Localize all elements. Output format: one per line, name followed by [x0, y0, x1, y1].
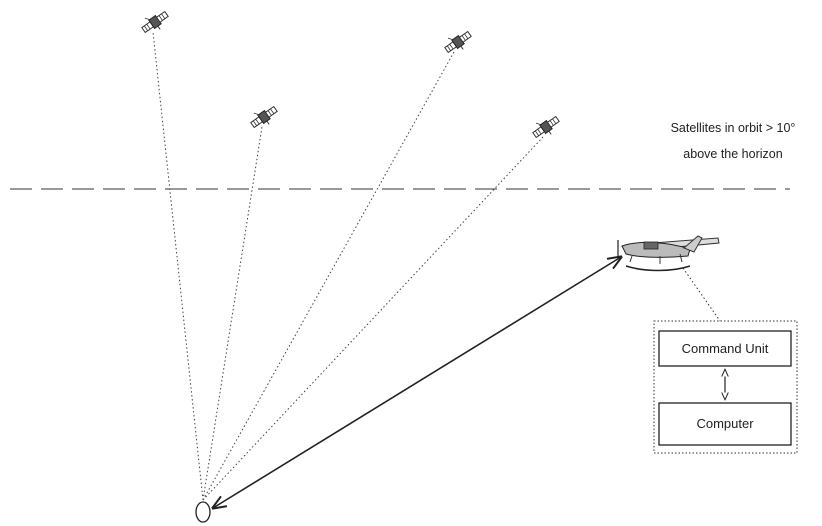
computer-label: Computer	[696, 416, 754, 431]
caption-line-2: above the horizon	[683, 147, 783, 161]
signal-line-1	[152, 31, 204, 501]
computer-box	[658, 402, 792, 446]
signal-line-2	[202, 126, 263, 501]
signal-line-4	[202, 136, 544, 501]
ground-station-icon	[195, 501, 211, 523]
data-link-arrow	[213, 257, 621, 508]
aircraft-icon	[617, 235, 720, 272]
satellite-icon	[440, 26, 476, 58]
command-unit-label: Command Unit	[681, 341, 769, 356]
caption-line-1: Satellites in orbit > 10°	[670, 121, 796, 135]
command-unit-box	[658, 330, 792, 367]
satellite-icon	[528, 111, 564, 143]
ground-system-box	[653, 320, 798, 454]
satellite-icon	[137, 6, 173, 38]
signal-line-3	[202, 51, 455, 501]
aircraft-box-link	[682, 267, 721, 322]
satellite-icon	[246, 101, 282, 133]
